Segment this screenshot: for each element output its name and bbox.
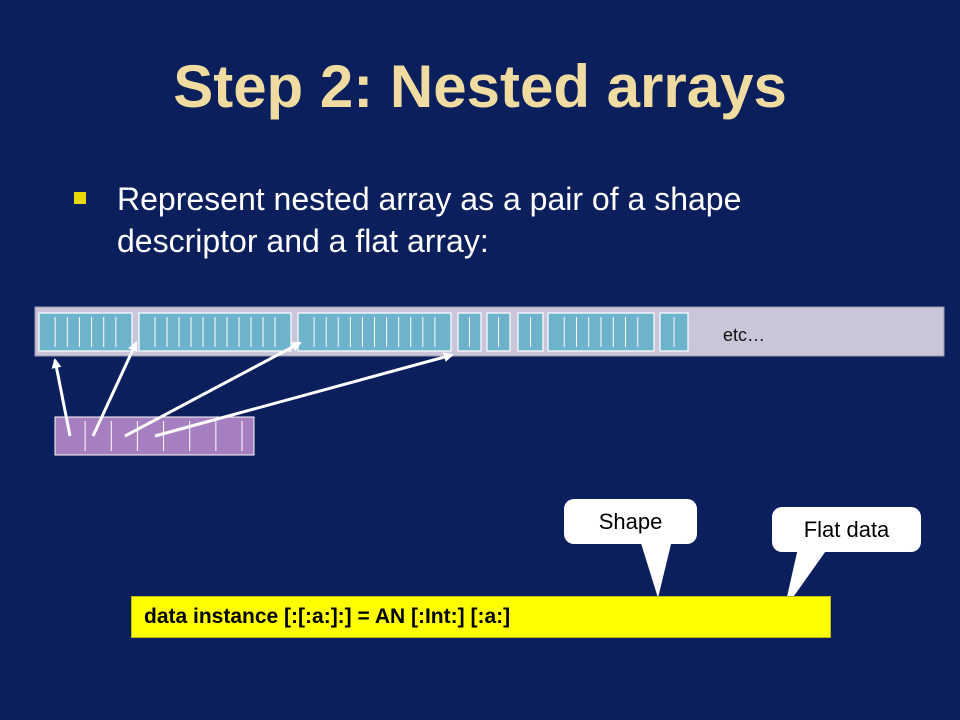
flat-array-segment — [517, 312, 544, 352]
shape-callout-label: Shape — [598, 509, 663, 534]
flat-data-callout-tail — [784, 548, 828, 610]
flat-array-segment — [457, 312, 482, 352]
code-declaration: data instance [:[:a:]:] = AN [:Int:] [:a… — [131, 596, 831, 638]
segment-box — [38, 312, 133, 352]
bullet-text: Represent nested array as a pair of a sh… — [117, 181, 742, 259]
flat-array-segment — [486, 312, 511, 352]
flat-array-segments — [38, 312, 689, 352]
pointer-arrow — [124, 341, 302, 438]
flat-array-segment — [138, 312, 292, 352]
continuation-label: etc… — [723, 325, 766, 345]
flat-array-segment — [547, 312, 655, 352]
pointer-arrow — [91, 341, 138, 437]
flat-array-segment — [659, 312, 689, 352]
bullet-marker — [74, 192, 86, 204]
shape-callout-tail — [640, 540, 672, 598]
flat-data-callout-label: Flat data — [803, 517, 890, 542]
slide-title: Step 2: Nested arrays — [173, 53, 787, 120]
pointer-arrows — [51, 341, 454, 438]
shape-callout: Shape — [564, 499, 697, 544]
pointer-arrow — [154, 352, 454, 438]
flat-array-segment — [297, 312, 452, 352]
pointer-arrow — [51, 358, 72, 437]
shape-descriptor — [54, 416, 255, 456]
flat-array-segment — [38, 312, 133, 352]
flat-data-callout: Flat data — [772, 507, 921, 552]
